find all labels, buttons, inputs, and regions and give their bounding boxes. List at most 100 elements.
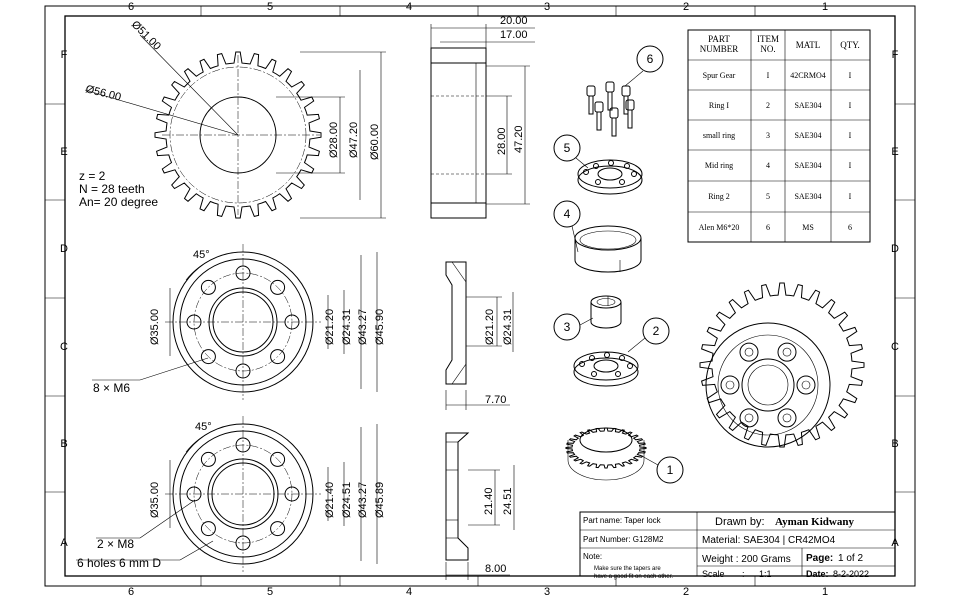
balloon-5: 5: [564, 141, 571, 155]
bom-cell-r1-c1: Spur Gear: [703, 71, 736, 80]
part-mid-ring-iso: [574, 225, 642, 273]
dim-gear-side-pitch: 47.20: [513, 125, 525, 153]
ring2-angle: 45°: [195, 421, 212, 433]
ring1-front-view: 45° Ø35.00 Ø21.20 Ø24.31 Ø43.27 Ø45.90 8…: [92, 244, 386, 400]
assembly-bolt-socket-4: [725, 380, 735, 390]
page-value: 1 of 2: [838, 553, 863, 564]
ring2-note-m8: 2 × M8: [97, 537, 134, 551]
dim-gear-dia-56: Ø56.00: [84, 83, 122, 103]
item-balloons: 6 5 4 3 2 1: [553, 45, 684, 484]
assembly-iso: [699, 282, 865, 448]
dim-ring1-d1: Ø21.20: [324, 309, 336, 345]
zone-row-left-e: E: [60, 146, 67, 158]
zone-col-top-6: 6: [128, 1, 134, 13]
zone-row-left-a: A: [60, 537, 68, 549]
spur-gear-side-view: 20.00 17.00 28.00 47.20: [430, 15, 535, 219]
zone-col-top-1: 1: [822, 1, 828, 13]
assembly-bolt-socket-3: [744, 413, 754, 423]
zone-col-bottom-2: 2: [683, 586, 689, 598]
dim-ring2-width: 8.00: [485, 563, 506, 575]
ring1-hole-6: [200, 279, 216, 295]
dim-gear-bore: Ø28.00: [328, 122, 340, 158]
zone-col-top-5: 5: [267, 1, 273, 13]
assembly-bolt-head-6: [777, 342, 797, 362]
dim-gear-dia-51: Ø51.00: [129, 19, 163, 53]
zone-row-left-d: D: [60, 243, 68, 255]
dim-ring1-width: 7.70: [485, 394, 506, 406]
zone-row-right-e: E: [891, 146, 898, 158]
ring2-hole-4: [200, 521, 216, 537]
drawn-by-name: Ayman Kidwany: [775, 516, 854, 528]
page-label: Page:: [806, 553, 833, 564]
ring2-side-view: 21.40 24.51 8.00: [445, 432, 515, 580]
bom-cell-r3-c2: 3: [766, 131, 770, 140]
bom-header-matl: MATL: [796, 40, 821, 50]
drawn-by-label: Drawn by:: [715, 516, 765, 528]
ring1-note-m6: 8 × M6: [93, 381, 130, 395]
bom-cell-r6-c2: 6: [766, 223, 770, 232]
gear-note-angle: An= 20 degree: [79, 195, 158, 209]
gear-leader-51: [139, 34, 239, 136]
balloon-1: 1: [667, 463, 674, 477]
note-label: Note:: [583, 552, 602, 561]
dim-gear-side-bore: 28.00: [496, 127, 508, 155]
part-number: Part Number: G128M2: [583, 535, 664, 544]
balloon-2: 2: [653, 324, 660, 338]
balloon-6: 6: [647, 52, 654, 66]
zone-col-bottom-3: 3: [544, 586, 550, 598]
assembly-bolt-socket-5: [744, 347, 754, 357]
balloon-4: 4: [564, 207, 571, 221]
scale-label: Scale: [702, 569, 725, 579]
zone-col-top-3: 3: [544, 1, 550, 13]
title-block: Part name: Taper lock Part Number: G128M…: [579, 511, 896, 580]
dim-ring1-side-2: Ø24.31: [502, 309, 514, 345]
part-ring-1-iso: [573, 351, 639, 387]
dim-ring2-d2: Ø24.51: [341, 482, 353, 518]
dim-ring1-left: Ø35.00: [149, 309, 161, 345]
gear-leader-56: [84, 89, 239, 136]
zone-row-left-b: B: [60, 438, 67, 450]
zone-row-right-d: D: [891, 243, 899, 255]
bom-cell-r4-c4: I: [849, 161, 852, 170]
dim-ring2-side-2: 24.51: [502, 487, 514, 515]
assembly-bolt-head-2: [777, 408, 797, 428]
zone-col-bottom-1: 1: [822, 586, 828, 598]
dim-ring2-d1: Ø21.40: [324, 482, 336, 518]
spur-gear-front-view: Ø51.00 Ø56.00 Ø28.00 Ø47.20 Ø60.00 z = 2…: [79, 19, 386, 219]
dim-gear-pitch: Ø47.20: [348, 122, 360, 158]
assembly-bolt-head-4: [720, 375, 740, 395]
inner-border: [64, 15, 896, 577]
bom-cell-r6-c4: 6: [848, 223, 852, 232]
balloon-3: 3: [564, 320, 571, 334]
ring1-angle: 45°: [193, 249, 210, 261]
date-label: Date:: [806, 569, 829, 579]
bom-cell-r4-c3: SAE304: [794, 161, 821, 170]
exploded-view: [565, 81, 865, 481]
part-small-ring-iso: [590, 295, 622, 329]
bom-cell-r5-c1: Ring 2: [708, 192, 730, 201]
dim-ring2-left: Ø35.00: [149, 482, 161, 518]
bom-cell-r5-c2: 5: [766, 192, 770, 201]
zone-labels: 6 5 4 3 2 1 6 5 4 3 2 1 F E D C B A F E …: [60, 1, 899, 598]
bom-cell-r3-c4: I: [849, 131, 852, 140]
weight: Weight : 200 Grams: [702, 554, 791, 565]
dim-ring2-side-1: 21.40: [483, 487, 495, 515]
bom-cell-r6-c1: Alen M6*20: [699, 223, 740, 232]
zone-col-bottom-6: 6: [128, 586, 134, 598]
ring1-side-view: Ø21.20 Ø24.31 7.70: [445, 261, 514, 410]
bolts-item-6: [586, 81, 635, 137]
bom-cell-r4-c2: 4: [766, 161, 770, 170]
ring1-hole-2: [270, 349, 286, 365]
zone-col-top-2: 2: [683, 1, 689, 13]
zone-row-left-c: C: [60, 341, 68, 353]
zone-col-bottom-5: 5: [267, 586, 273, 598]
gear-teeth-outline: [154, 51, 322, 219]
bom-cell-r5-c3: SAE304: [794, 192, 821, 201]
bom-header-qty: QTY.: [840, 40, 860, 50]
bom-cell-r4-c1: Mid ring: [705, 161, 733, 170]
assembly-bolt-head-5: [739, 342, 759, 362]
bom-cell-r2-c4: I: [849, 101, 852, 110]
